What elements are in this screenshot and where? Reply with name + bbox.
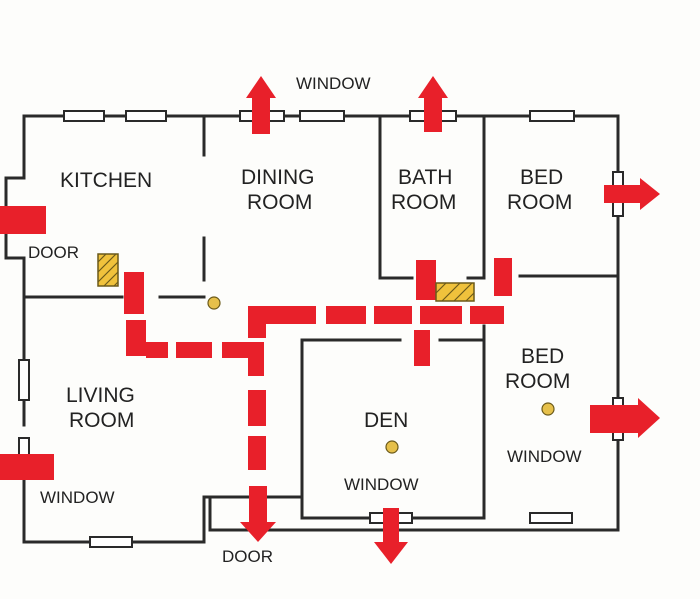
route-seg: [248, 436, 266, 470]
label-living-2: ROOM: [69, 409, 134, 432]
escape-routes: [0, 76, 660, 564]
route-seg: [414, 330, 430, 366]
route-seg: [374, 306, 412, 324]
window-dining-2: [299, 110, 345, 122]
escape-arrow-dining-head: [246, 76, 276, 98]
window-bed2-bottom: [529, 512, 573, 524]
route-seg: [494, 258, 512, 296]
escape-path-kitchen-door: [0, 206, 46, 234]
label-window-top: WINDOW: [296, 74, 371, 93]
label-den: DEN: [364, 409, 408, 432]
detector-hall-hatch: [435, 282, 475, 302]
label-dining-1: DINING: [241, 166, 315, 189]
light-den: [385, 440, 399, 454]
route-seg: [326, 306, 366, 324]
detector-hall: [435, 282, 475, 302]
room-labels: WINDOW KITCHEN DINING ROOM BATH ROOM BED…: [28, 74, 582, 566]
window-living-left-1: [18, 359, 30, 401]
label-bed2-2: ROOM: [505, 370, 570, 393]
escape-arrow-bath-shaft: [424, 96, 442, 132]
escape-arrow-bed2-head: [638, 398, 660, 438]
label-door-left: DOOR: [28, 243, 79, 262]
escape-arrow-bath-head: [418, 76, 448, 98]
fire-detectors: [97, 253, 475, 302]
light-dining: [207, 296, 221, 310]
route-seg: [176, 342, 212, 358]
escape-arrow-door-shaft: [249, 486, 267, 526]
route-seg: [146, 342, 168, 358]
route-seg: [222, 342, 264, 358]
escape-arrow-bed1-shaft: [604, 185, 644, 203]
window-living-bottom: [89, 536, 133, 548]
label-bath-2: ROOM: [391, 191, 456, 214]
escape-arrow-bed1-head: [640, 178, 660, 210]
route-seg: [248, 390, 266, 426]
window-kitchen-1: [63, 110, 105, 122]
route-seg: [420, 306, 462, 324]
escape-arrow-bed2-shaft: [590, 405, 640, 433]
label-bed2-1: BED: [521, 345, 564, 368]
detector-kitchen: [97, 253, 119, 287]
escape-path-living-window: [0, 454, 54, 480]
label-bath-1: BATH: [398, 166, 452, 189]
label-living-1: LIVING: [66, 384, 135, 407]
escape-arrow-den-shaft: [383, 508, 399, 546]
window-bed1-top: [529, 110, 575, 122]
label-door-bottom: DOOR: [222, 547, 273, 566]
label-kitchen: KITCHEN: [60, 169, 152, 192]
label-dining-2: ROOM: [247, 191, 312, 214]
escape-arrow-dining-shaft: [252, 96, 270, 134]
detector-kitchen-hatch: [97, 253, 119, 287]
route-seg: [416, 260, 436, 300]
label-bed1-2: ROOM: [507, 191, 572, 214]
escape-arrow-door-head: [240, 522, 276, 542]
light-bed2: [541, 402, 555, 416]
light-fixtures: [207, 296, 555, 454]
route-seg: [248, 306, 316, 324]
route-seg: [470, 306, 504, 324]
route-seg: [248, 358, 264, 376]
label-window-bed2: WINDOW: [507, 447, 582, 466]
label-window-den: WINDOW: [344, 475, 419, 494]
escape-arrow-den-head: [374, 542, 408, 564]
route-seg: [126, 320, 146, 356]
label-window-living: WINDOW: [40, 488, 115, 507]
label-bed1-1: BED: [520, 166, 563, 189]
route-seg: [124, 272, 144, 314]
window-kitchen-2: [125, 110, 167, 122]
